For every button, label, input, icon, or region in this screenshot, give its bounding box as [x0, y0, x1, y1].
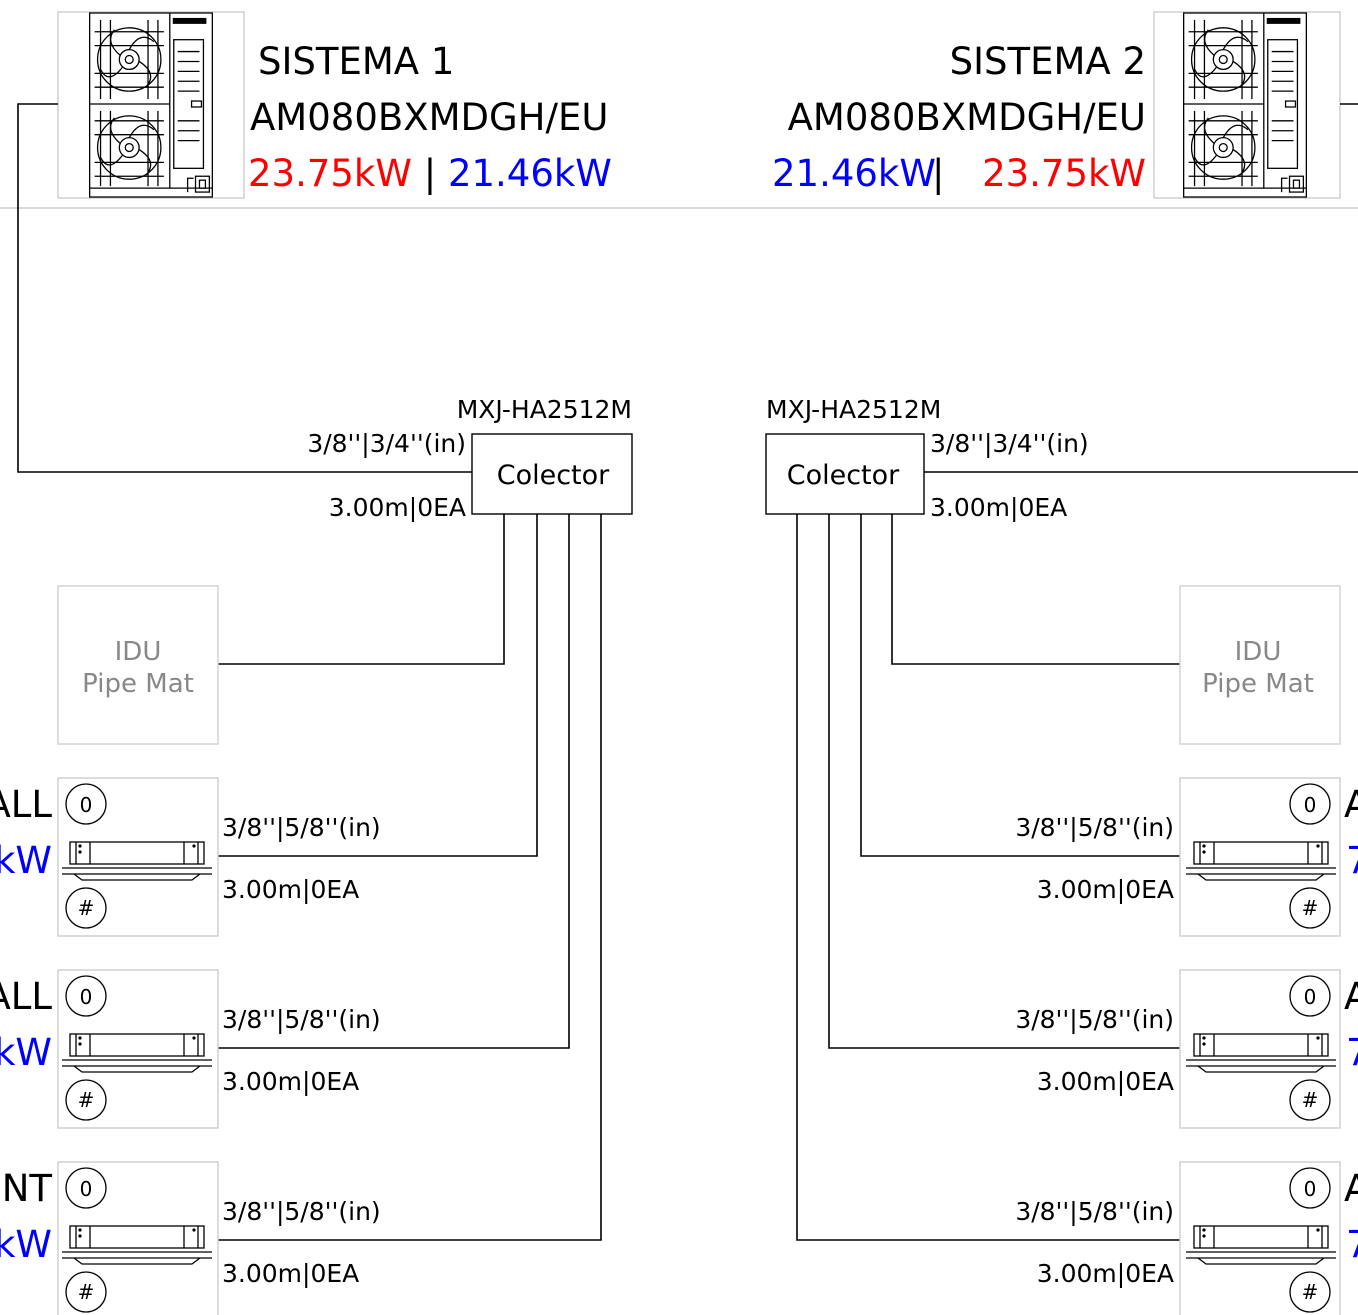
- branch-pipe-1[interactable]: [218, 514, 538, 857]
- collector-2[interactable]: Colector: [765, 433, 925, 515]
- capacity-separator: |: [932, 152, 944, 195]
- indoor-unit-capacity: kW: [0, 839, 52, 882]
- outdoor-unit-model: AM080BXMDGH/EU: [250, 96, 608, 139]
- branch-pipe-length: 3.00m|0EA: [1037, 1259, 1174, 1288]
- address-badge: 0: [1304, 793, 1317, 817]
- indoor-unit-name: ALL: [0, 975, 52, 1018]
- group-badge: #: [78, 896, 95, 920]
- svg-text:23.75kW | 21.46kW: 23.75kW | 21.46kW: [248, 152, 612, 195]
- heating-capacity: 23.75kW: [248, 152, 412, 195]
- address-badge: 0: [80, 1177, 93, 1201]
- main-pipe-size: 3/8''|3/4''(in): [930, 429, 1089, 458]
- collector-model: MXJ-HA2512M: [457, 395, 632, 424]
- idu-placeholder-line1: IDU: [115, 637, 162, 667]
- cooling-capacity: 21.46kW: [448, 152, 612, 195]
- indoor-unit-1[interactable]: 0 #: [1179, 777, 1341, 937]
- collector-1[interactable]: Colector: [471, 433, 633, 515]
- collector-box: [471, 433, 633, 515]
- address-badge: 0: [1304, 985, 1317, 1009]
- outdoor-unit-icon: [89, 12, 213, 198]
- cooling-capacity: 21.46kW: [772, 152, 936, 195]
- group-badge: #: [1302, 1088, 1319, 1112]
- cassette-unit-icon: [62, 841, 212, 881]
- idu-placeholder-line2: Pipe Mat: [1202, 669, 1314, 699]
- main-pipe-size: 3/8''|3/4''(in): [307, 429, 466, 458]
- collector-label: Colector: [787, 460, 900, 491]
- branch-pipe-length: 3.00m|0EA: [1037, 875, 1174, 904]
- indoor-unit-capacity: 7: [1346, 839, 1358, 882]
- branch-pipe-size: 3/8''|5/8''(in): [222, 813, 381, 842]
- indoor-unit-name: A: [1344, 975, 1358, 1018]
- system-2: SISTEMA 2 AM080BXMDGH/EU 21.46kW | 23.75…: [765, 11, 1358, 1315]
- collector-box: [765, 433, 925, 515]
- branch-pipe-size: 3/8''|5/8''(in): [1015, 813, 1174, 842]
- indoor-unit-name: NT: [2, 1167, 53, 1210]
- system-title: SISTEMA 1: [258, 40, 454, 83]
- indoor-unit-2[interactable]: 0 #: [57, 969, 219, 1129]
- indoor-unit-capacity: 7: [1346, 1223, 1358, 1266]
- address-badge: 0: [1304, 1177, 1317, 1201]
- outdoor-unit-model: AM080BXMDGH/EU: [788, 96, 1146, 139]
- branch-pipe-idu-mat[interactable]: [218, 514, 505, 665]
- indoor-unit-capacity: 7: [1346, 1031, 1358, 1074]
- indoor-unit-2[interactable]: 0 #: [1179, 969, 1341, 1129]
- cassette-unit-icon: [1186, 1033, 1336, 1073]
- indoor-unit-name: A: [1344, 783, 1358, 826]
- branch-pipe-size: 3/8''|5/8''(in): [222, 1005, 381, 1034]
- main-pipe-length: 3.00m|0EA: [329, 493, 466, 522]
- branch-pipe-length: 3.00m|0EA: [222, 1259, 359, 1288]
- indoor-unit-name: ALL: [0, 783, 52, 826]
- cassette-unit-icon: [1186, 1225, 1336, 1265]
- address-badge: 0: [80, 793, 93, 817]
- outdoor-unit-icon: [1183, 12, 1307, 198]
- branch-pipe-length: 3.00m|0EA: [1037, 1067, 1174, 1096]
- capacity-separator: |: [412, 152, 448, 195]
- cassette-unit-icon: [62, 1225, 212, 1265]
- branch-pipe-length: 3.00m|0EA: [222, 875, 359, 904]
- main-pipe-length: 3.00m|0EA: [930, 493, 1067, 522]
- system-title: SISTEMA 2: [950, 40, 1146, 83]
- cassette-unit-icon: [1186, 841, 1336, 881]
- group-badge: #: [78, 1280, 95, 1304]
- idu-placeholder-line2: Pipe Mat: [82, 669, 194, 699]
- branch-pipe-idu-mat[interactable]: [891, 514, 1180, 665]
- outdoor-unit-2[interactable]: [1153, 11, 1341, 199]
- cassette-unit-icon: [62, 1033, 212, 1073]
- branch-pipe-2[interactable]: [218, 514, 570, 1049]
- indoor-unit-name: A: [1344, 1167, 1358, 1210]
- collector-label: Colector: [497, 460, 610, 491]
- group-badge: #: [1302, 896, 1319, 920]
- indoor-unit-1[interactable]: 0 #: [57, 777, 219, 937]
- branch-pipe-3[interactable]: [218, 514, 602, 1241]
- indoor-unit-3[interactable]: 0 #: [57, 1161, 219, 1315]
- heating-capacity: 23.75kW: [982, 152, 1146, 195]
- branch-pipe-1[interactable]: [860, 514, 1180, 857]
- idu-pipe-mat-placeholder[interactable]: IDU Pipe Mat: [57, 585, 219, 745]
- address-badge: 0: [80, 985, 93, 1009]
- branch-pipe-size: 3/8''|5/8''(in): [222, 1197, 381, 1226]
- idu-pipe-mat-placeholder[interactable]: IDU Pipe Mat: [1179, 585, 1341, 745]
- idu-placeholder-line1: IDU: [1235, 637, 1282, 667]
- collector-model: MXJ-HA2512M: [766, 395, 941, 424]
- branch-pipe-size: 3/8''|5/8''(in): [1015, 1197, 1174, 1226]
- indoor-unit-3[interactable]: 0 #: [1179, 1161, 1341, 1315]
- branch-pipe-2[interactable]: [828, 514, 1180, 1049]
- group-badge: #: [1302, 1280, 1319, 1304]
- branch-pipe-length: 3.00m|0EA: [222, 1067, 359, 1096]
- system-1: SISTEMA 1 AM080BXMDGH/EU 23.75kW | 21.46…: [0, 11, 633, 1315]
- indoor-unit-capacity: kW: [0, 1031, 52, 1074]
- group-badge: #: [78, 1088, 95, 1112]
- branch-pipe-size: 3/8''|5/8''(in): [1015, 1005, 1174, 1034]
- main-pipe[interactable]: [17, 103, 472, 473]
- branch-pipe-3[interactable]: [796, 514, 1180, 1241]
- indoor-unit-capacity: kW: [0, 1223, 52, 1266]
- outdoor-unit-1[interactable]: [57, 11, 245, 199]
